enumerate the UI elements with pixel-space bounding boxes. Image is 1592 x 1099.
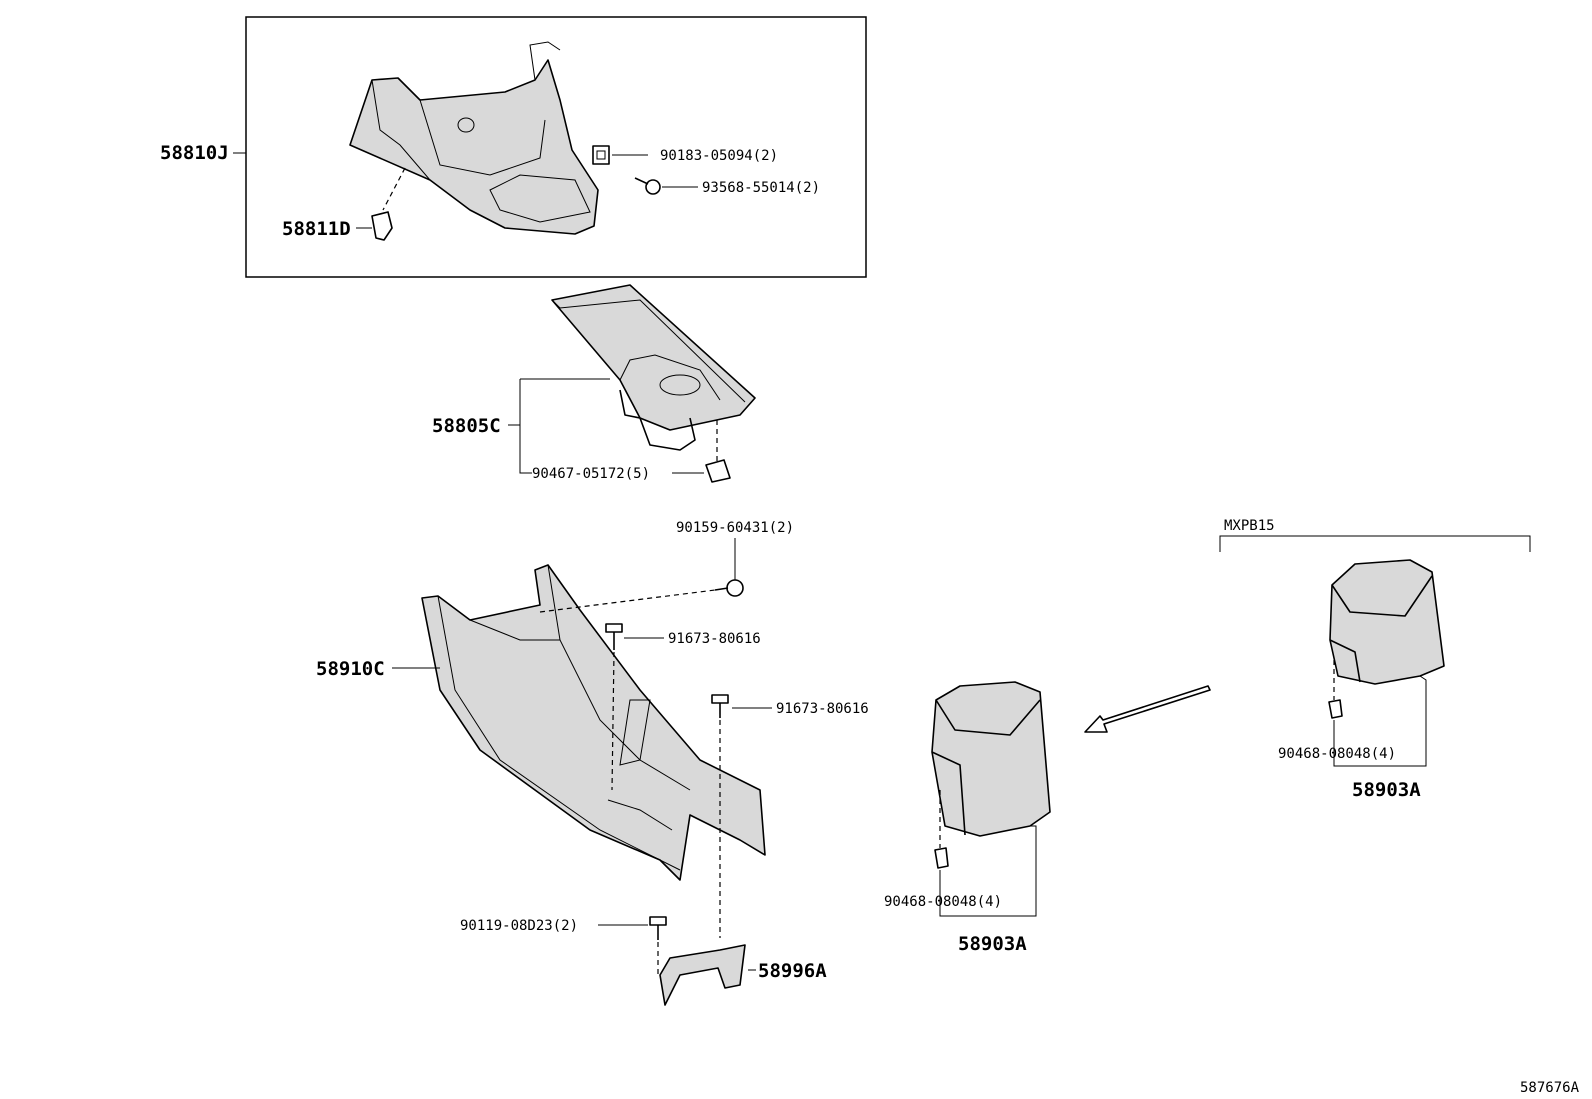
arrow-icon [1084, 685, 1211, 733]
variant-bracket [1219, 535, 1531, 552]
label-93568-55014: 93568-55014(2) [702, 180, 820, 196]
bolt-90159-60431 [539, 538, 744, 613]
console-box-58805c [551, 284, 756, 451]
bracket-58996a [659, 944, 746, 1006]
label-90159-60431: 90159-60431(2) [676, 520, 794, 536]
label-mxpb15: MXPB15 [1224, 518, 1275, 534]
label-91673-80616-a: 91673-80616 [668, 631, 761, 647]
bolt-91673-80616-b [711, 694, 772, 938]
label-90468-08048-variant: 90468-08048(4) [1278, 746, 1396, 762]
label-90183-05094: 90183-05094(2) [660, 148, 778, 164]
nut-90183-05094 [592, 145, 610, 165]
label-58996a: 58996A [758, 960, 827, 982]
label-90467-05172: 90467-05172(5) [532, 466, 650, 482]
screw-93568-55014 [634, 177, 661, 195]
clip-58811d [371, 167, 406, 241]
center-console-58910c [421, 564, 766, 881]
label-58903a-center: 58903A [958, 933, 1027, 955]
label-91673-80616-b: 91673-80616 [776, 701, 869, 717]
label-90119-08d23: 90119-08D23(2) [460, 918, 578, 934]
armrest-58903a-variant [1329, 559, 1445, 685]
figure-id: 587676A [1520, 1080, 1580, 1096]
upper-panel-group-box [245, 16, 867, 278]
label-58910c: 58910C [316, 658, 385, 680]
label-58805c: 58805C [432, 415, 501, 437]
bolt-91673-80616-a [605, 623, 664, 791]
label-58903a-variant: 58903A [1352, 779, 1421, 801]
clip-90467-05172 [705, 420, 731, 483]
bolt-90119-08d23 [649, 916, 667, 975]
label-58810j: 58810J [160, 142, 229, 164]
label-58811d: 58811D [282, 218, 351, 240]
armrest-58903a-center [931, 681, 1051, 837]
upper-console-panel-58810j [349, 41, 599, 235]
label-90468-08048-center: 90468-08048(4) [884, 894, 1002, 910]
